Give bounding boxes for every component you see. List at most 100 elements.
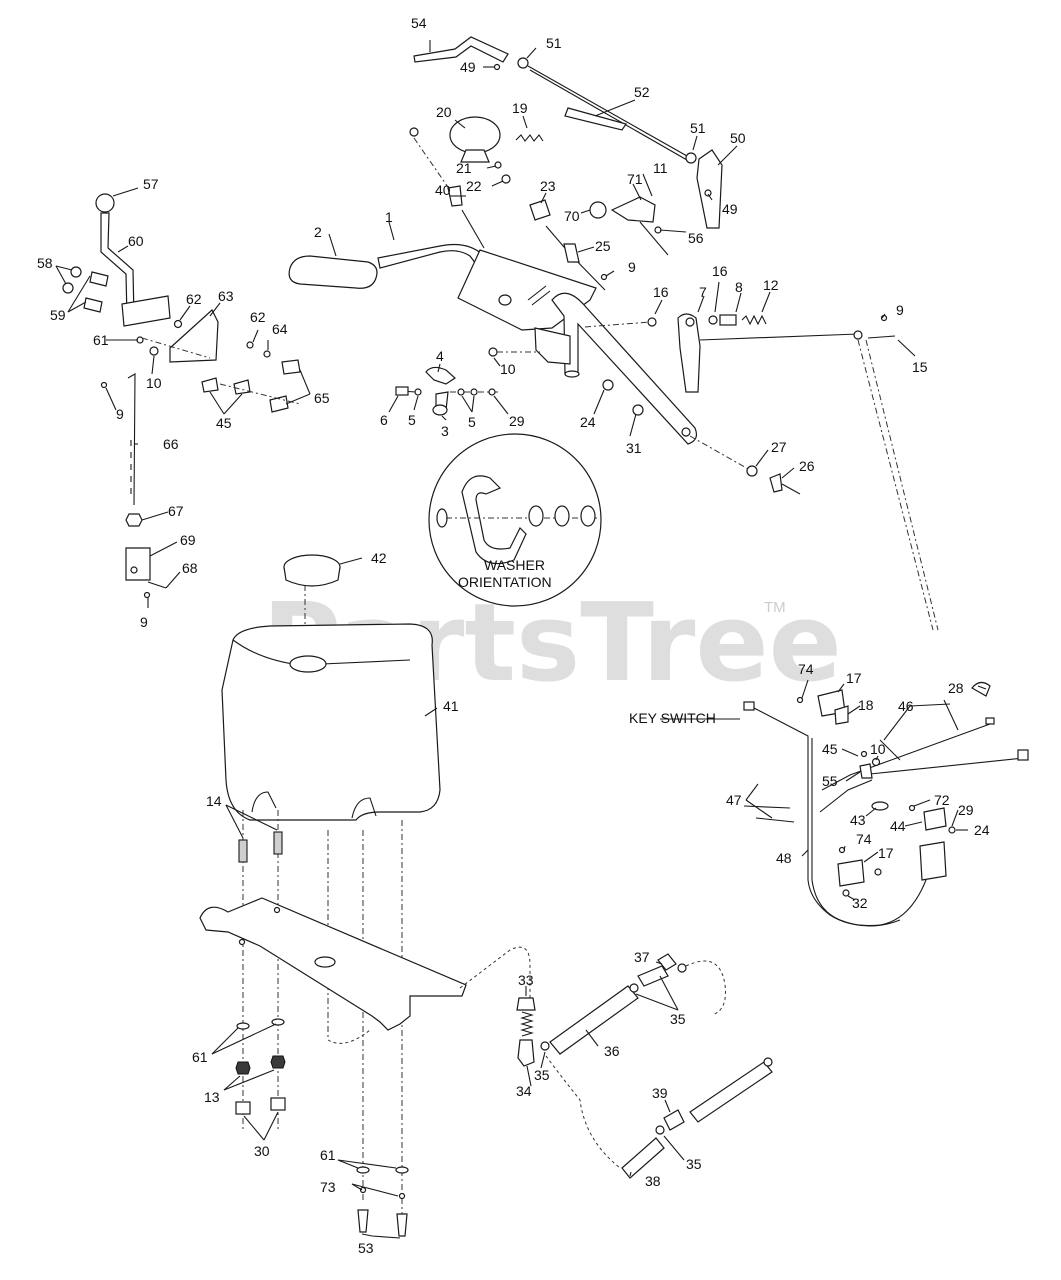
- fuel-line-assembly: [516, 953, 773, 1179]
- callout-13: 13: [204, 1089, 220, 1105]
- callout-63: 63: [218, 288, 234, 304]
- callout-66: 66: [163, 436, 179, 452]
- callout-45: 45: [822, 741, 838, 757]
- callout-31: 31: [626, 440, 642, 456]
- callout-16: 16: [653, 284, 669, 300]
- callout-5: 5: [408, 412, 416, 428]
- callout-41: 41: [443, 698, 459, 714]
- callout-37: 37: [634, 949, 650, 965]
- callout-56: 56: [688, 230, 704, 246]
- callout-38: 38: [645, 1173, 661, 1189]
- callout-32: 32: [852, 895, 868, 911]
- callout-24: 24: [580, 414, 596, 430]
- callout-7: 7: [699, 284, 707, 300]
- callout-2: 2: [314, 224, 322, 240]
- callout-3: 3: [441, 423, 449, 439]
- callout-62: 62: [250, 309, 266, 325]
- callout-14: 14: [206, 793, 222, 809]
- callout-24: 24: [974, 822, 990, 838]
- tank-mount-hardware: [199, 810, 531, 1237]
- washer-orientation-caption-1: WASHER: [484, 557, 545, 573]
- callout-42: 42: [371, 550, 387, 566]
- callout-69: 69: [180, 532, 196, 548]
- callout-74: 74: [856, 831, 872, 847]
- callout-26: 26: [799, 458, 815, 474]
- callout-64: 64: [272, 321, 288, 337]
- callout-33: 33: [518, 972, 534, 988]
- callout-27: 27: [771, 439, 787, 455]
- callout-74: 74: [798, 661, 814, 677]
- callout-49: 49: [460, 59, 476, 75]
- callout-10: 10: [500, 361, 516, 377]
- watermark-trademark: TM: [764, 599, 786, 616]
- callout-28: 28: [948, 680, 964, 696]
- callout-58: 58: [37, 255, 53, 271]
- callout-68: 68: [182, 560, 198, 576]
- electrical-harness-assembly: [743, 681, 1029, 927]
- callout-10: 10: [146, 375, 162, 391]
- callout-45: 45: [216, 415, 232, 431]
- callout-9: 9: [896, 302, 904, 318]
- callout-9: 9: [116, 406, 124, 422]
- callout-55: 55: [822, 773, 838, 789]
- callout-22: 22: [466, 178, 482, 194]
- callout-61: 61: [320, 1147, 336, 1163]
- callout-62: 62: [186, 291, 202, 307]
- callout-8: 8: [735, 279, 743, 295]
- callout-15: 15: [912, 359, 928, 375]
- callout-29: 29: [958, 802, 974, 818]
- callout-61: 61: [93, 332, 109, 348]
- callout-6: 6: [380, 412, 388, 428]
- callout-9: 9: [140, 614, 148, 630]
- washer-orientation-caption-2: ORIENTATION: [458, 574, 552, 590]
- callout-48: 48: [776, 850, 792, 866]
- callout-40: 40: [435, 182, 451, 198]
- callout-1: 1: [385, 209, 393, 225]
- callout-59: 59: [50, 307, 66, 323]
- callout-12: 12: [763, 277, 779, 293]
- callout-54: 54: [411, 15, 427, 31]
- callout-17: 17: [878, 845, 894, 861]
- callout-23: 23: [540, 178, 556, 194]
- callout-35: 35: [686, 1156, 702, 1172]
- callout-70: 70: [564, 208, 580, 224]
- callout-35: 35: [534, 1067, 550, 1083]
- handle-assembly: [288, 243, 698, 445]
- choke-linkage: [529, 173, 669, 291]
- shift-rod-assembly: [413, 36, 723, 229]
- callout-10: 10: [870, 741, 886, 757]
- callout-43: 43: [850, 812, 866, 828]
- callout-39: 39: [652, 1085, 668, 1101]
- callout-44: 44: [890, 818, 906, 834]
- callout-49: 49: [722, 201, 738, 217]
- callout-73: 73: [320, 1179, 336, 1195]
- callout-20: 20: [436, 104, 452, 120]
- callout-29: 29: [509, 413, 525, 429]
- callout-36: 36: [604, 1043, 620, 1059]
- callout-35: 35: [670, 1011, 686, 1027]
- callout-65: 65: [314, 390, 330, 406]
- callout-53: 53: [358, 1240, 374, 1256]
- callout-34: 34: [516, 1083, 532, 1099]
- callout-50: 50: [730, 130, 746, 146]
- lever-hardware: [395, 347, 801, 495]
- callout-60: 60: [128, 233, 144, 249]
- callout-47: 47: [726, 792, 742, 808]
- callout-19: 19: [512, 100, 528, 116]
- control-rod-assembly: [584, 313, 939, 631]
- fuel-tank-assembly: [221, 554, 441, 821]
- callout-61: 61: [192, 1049, 208, 1065]
- callout-30: 30: [254, 1143, 270, 1159]
- callout-11: 11: [653, 160, 668, 176]
- callout-25: 25: [595, 238, 611, 254]
- callout-5: 5: [468, 414, 476, 430]
- callout-67: 67: [168, 503, 184, 519]
- callout-51: 51: [546, 35, 562, 51]
- callout-72: 72: [934, 792, 950, 808]
- leader-lines: [55, 40, 987, 1239]
- callout-4: 4: [436, 348, 444, 364]
- key-switch-caption: KEY SWITCH: [629, 710, 716, 726]
- callout-71: 71: [627, 171, 643, 187]
- callout-9: 9: [628, 259, 636, 275]
